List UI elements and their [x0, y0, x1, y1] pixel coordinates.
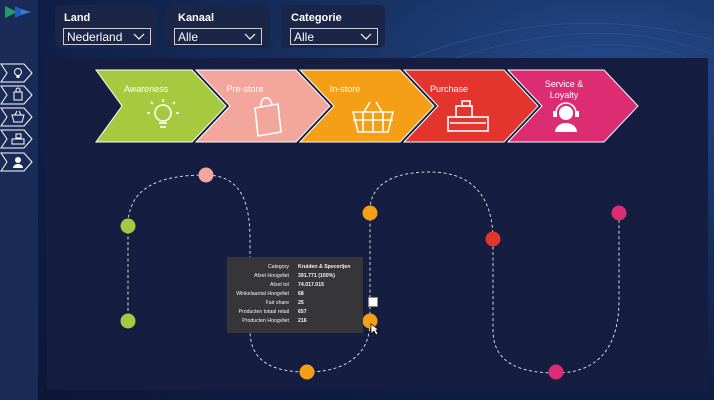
journey-point[interactable]: [198, 167, 214, 183]
journey-point[interactable]: [299, 364, 315, 380]
tooltip-value: 391.771 (100%): [298, 273, 335, 279]
tooltip-row: Winkelaantal Hoogvliet 68: [227, 291, 363, 299]
kanaal-dropdown-value: Alle: [178, 30, 199, 44]
filter-land-label: Land: [64, 12, 91, 24]
filter-categorie-label: Categorie: [291, 12, 342, 24]
journey-point[interactable]: [548, 364, 564, 380]
tooltip-value: 657: [298, 309, 307, 315]
filter-categorie: Categorie Alle: [281, 5, 385, 48]
tooltip-value: 25: [298, 300, 304, 306]
sidebar-item-in-store[interactable]: [0, 107, 34, 127]
stage-purchase-label: Purchase: [429, 84, 469, 94]
tooltip-value: Kruiden & Specerijen: [298, 264, 351, 270]
left-navigation-strip: [0, 0, 38, 400]
stage-awareness-label: Awareness: [123, 84, 169, 94]
tooltip-value: 74.017.015: [298, 282, 324, 288]
lightbulb-icon: [147, 99, 179, 128]
stage-pre-store-label: Pre-store: [226, 84, 264, 94]
tooltip-row: Afzet Hoogvliet 391.771 (100%): [227, 273, 363, 281]
data-tooltip: Category Kruiden & Specerijen Afzet Hoog…: [227, 257, 363, 333]
tooltip-key: Fair share: [265, 300, 289, 306]
chevron-down-icon: [360, 33, 372, 40]
stage-service-loyalty-label: Service &: [544, 79, 584, 89]
hover-target-box: [368, 297, 378, 307]
stage-service-loyalty-label-line2: Loyalty: [549, 90, 579, 100]
chevron-down-icon: [244, 33, 256, 40]
headset-agent-icon: [553, 102, 579, 132]
chevron-down-icon: [133, 33, 145, 40]
filter-kanaal-label: Kanaal: [178, 12, 215, 24]
filter-land: Land Nederland: [55, 5, 157, 48]
sidebar-item-purchase[interactable]: [0, 129, 34, 149]
tooltip-value: 216: [298, 318, 307, 324]
journey-point[interactable]: [120, 218, 136, 234]
tooltip-row: Afzet tot 74.017.015: [227, 282, 363, 290]
tooltip-key: Afzet Hoogvliet: [254, 273, 289, 279]
stage-in-store-label: In-store: [329, 84, 361, 94]
journey-point[interactable]: [611, 205, 627, 221]
tooltip-value: 68: [298, 291, 304, 297]
sidebar-item-service-loyalty[interactable]: [0, 152, 34, 172]
journey-point[interactable]: [120, 313, 136, 329]
tooltip-row: Producten totaal retail 657: [227, 309, 363, 317]
tooltip-row: Category Kruiden & Specerijen: [227, 264, 363, 272]
journey-point[interactable]: [362, 313, 378, 329]
sidebar-item-pre-store[interactable]: [0, 85, 34, 105]
land-dropdown-value: Nederland: [67, 30, 123, 44]
journey-point[interactable]: [362, 205, 378, 221]
shopping-bag-icon: [254, 96, 282, 137]
tooltip-key: Winkelaantal Hoogvliet: [236, 291, 289, 297]
journey-path: [127, 171, 620, 374]
tooltip-key: Afzet tot: [269, 282, 289, 288]
land-dropdown[interactable]: Nederland: [63, 28, 151, 45]
app-logo-icon: [5, 6, 31, 18]
tooltip-key: Category: [267, 264, 289, 270]
tooltip-row: Fair share 25: [227, 300, 363, 308]
mouse-pointer-icon: [370, 323, 380, 336]
filter-kanaal: Kanaal Alle: [166, 5, 270, 48]
sidebar-item-awareness[interactable]: [0, 63, 34, 83]
journey-point[interactable]: [485, 231, 501, 247]
shopping-basket-icon: [351, 101, 395, 133]
tooltip-key: Producten Hoogvliet: [242, 318, 289, 324]
kanaal-dropdown[interactable]: Alle: [174, 28, 262, 45]
tooltip-row: Producten Hoogvliet 216: [227, 318, 363, 326]
categorie-dropdown[interactable]: Alle: [290, 28, 378, 45]
tooltip-key: Producten totaal retail: [238, 309, 289, 315]
categorie-dropdown-value: Alle: [294, 30, 315, 44]
cash-register-icon: [447, 100, 489, 132]
